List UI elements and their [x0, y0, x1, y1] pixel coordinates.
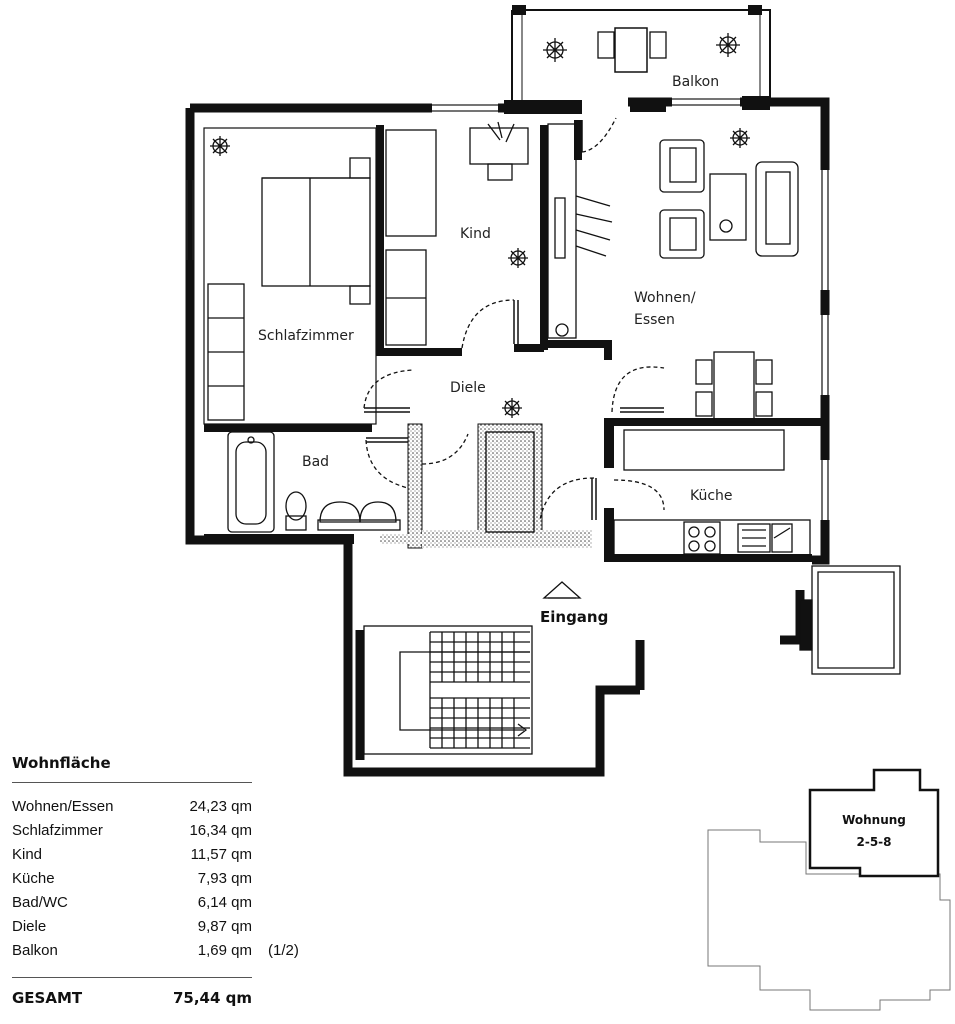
area-row-name: Wohnen/Essen — [12, 798, 114, 815]
area-row: Kind 11,57 qm — [12, 843, 252, 867]
divider — [12, 977, 252, 978]
label-bad: Bad — [302, 454, 329, 470]
key-plan-label-1: Wohnung — [842, 813, 906, 827]
wohnen-furniture — [547, 123, 799, 423]
door-swings — [363, 117, 665, 521]
kueche-fixtures — [613, 429, 811, 557]
key-plan-label-2: 2-5-8 — [856, 835, 891, 849]
label-kueche: Küche — [690, 488, 733, 504]
area-row-name: Küche — [12, 870, 55, 887]
area-row: Bad/WC 6,14 qm — [12, 891, 252, 915]
area-row-value: 11,57 qm — [190, 846, 252, 863]
area-row: Diele 9,87 qm — [12, 915, 252, 939]
bad-fixtures — [227, 431, 401, 533]
area-table: Wohnfläche Wohnen/Essen 24,23 qm Schlafz… — [12, 754, 299, 1010]
area-row-note: (1/2) — [268, 942, 299, 959]
area-total-label: GESAMT — [12, 989, 83, 1007]
area-row-name: Diele — [12, 918, 47, 935]
area-row-value: 7,93 qm — [197, 870, 252, 887]
schlafzimmer-furniture — [207, 136, 371, 421]
label-schlafzimmer: Schlafzimmer — [258, 328, 354, 344]
area-row-value: 16,34 qm — [189, 822, 252, 839]
key-plan: Wohnung 2-5-8 — [707, 768, 951, 1011]
area-row: Wohnen/Essen 24,23 qm — [12, 795, 252, 819]
label-eingang: Eingang — [540, 608, 608, 626]
area-row-name: Schlafzimmer — [12, 822, 103, 839]
windows — [186, 98, 829, 520]
label-wohnen: Wohnen/ — [634, 290, 696, 306]
area-row-value: 24,23 qm — [189, 798, 252, 815]
area-row: Balkon 1,69 qm (1/2) — [12, 939, 299, 963]
area-row: Küche 7,93 qm — [12, 867, 252, 891]
label-essen: Essen — [634, 312, 675, 328]
area-row-name: Kind — [12, 846, 43, 863]
label-balkon: Balkon — [672, 74, 719, 90]
east-terrace — [799, 565, 901, 675]
label-diele: Diele — [450, 380, 486, 396]
area-row-value: 9,87 qm — [197, 918, 252, 935]
area-table-title: Wohnfläche — [12, 754, 252, 783]
label-kind: Kind — [460, 226, 491, 242]
area-row-value: 6,14 qm — [197, 894, 252, 911]
staircase — [363, 625, 533, 755]
area-row-value: 1,69 qm — [197, 942, 252, 959]
entrance-arrow-icon — [542, 581, 582, 599]
area-row-name: Balkon — [12, 942, 58, 959]
area-row-name: Bad/WC — [12, 894, 68, 911]
balcony — [504, 5, 771, 114]
kind-furniture — [385, 121, 529, 346]
area-total-row: GESAMT 75,44 qm — [12, 986, 252, 1010]
area-row: Schlafzimmer 16,34 qm — [12, 819, 252, 843]
area-total-value: 75,44 qm — [172, 989, 252, 1007]
diele-furniture — [485, 398, 535, 533]
